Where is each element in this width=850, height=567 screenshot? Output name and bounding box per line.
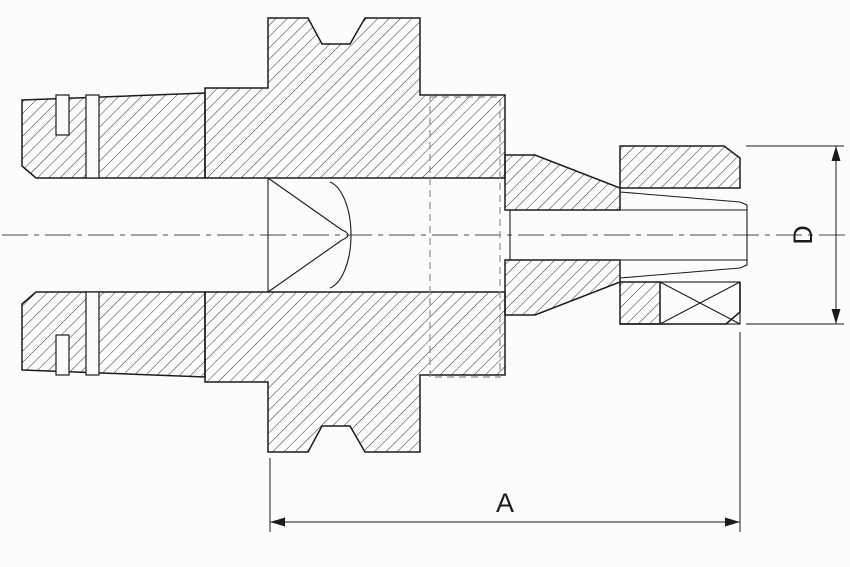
arrowhead-top bbox=[831, 146, 841, 161]
groove-slot bbox=[55, 334, 70, 376]
collet-details bbox=[619, 191, 748, 325]
arrowhead-left bbox=[270, 517, 285, 527]
dimension-d: D bbox=[746, 145, 844, 325]
neck-upper-section bbox=[504, 154, 621, 211]
neck-lower-section bbox=[504, 259, 621, 316]
dimension-d-label: D bbox=[788, 225, 818, 245]
shank-lower-section bbox=[21, 291, 206, 378]
groove-slot bbox=[85, 291, 100, 376]
shank-upper-section bbox=[21, 92, 206, 179]
dimension-a: A bbox=[269, 332, 741, 532]
section-cut-walls bbox=[21, 17, 741, 453]
hidden-outline bbox=[429, 96, 501, 378]
collet-cross-diagonal bbox=[659, 281, 741, 325]
collet-taper-upper bbox=[619, 191, 741, 203]
nut-upper-section bbox=[619, 145, 741, 189]
dimension-a-label: A bbox=[496, 488, 514, 518]
internal-bore-details bbox=[267, 177, 511, 293]
nut-lower-section bbox=[619, 281, 661, 325]
shank-grooves bbox=[55, 94, 100, 376]
internal-cone-upper bbox=[267, 177, 343, 231]
collet-nose bbox=[739, 201, 748, 269]
arrowhead-bottom bbox=[831, 309, 841, 324]
arrowhead-right bbox=[725, 517, 740, 527]
groove-slot bbox=[55, 94, 70, 136]
thread-relief-arc bbox=[329, 181, 352, 289]
collet-cross-section-box bbox=[659, 281, 741, 325]
collet-taper-lower bbox=[619, 267, 741, 279]
internal-cone-tip bbox=[341, 229, 349, 241]
groove-slot bbox=[85, 94, 100, 179]
internal-cone-lower bbox=[267, 239, 343, 293]
